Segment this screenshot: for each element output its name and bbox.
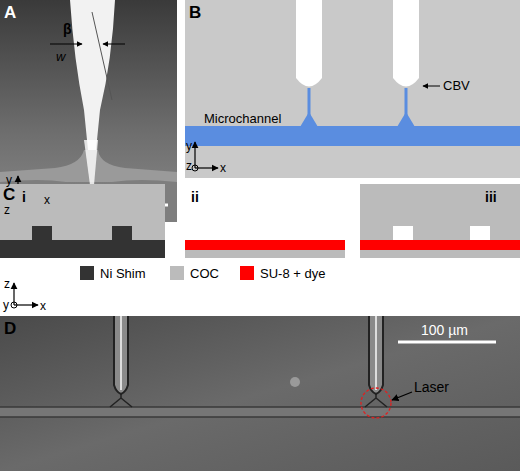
angle-label: β	[63, 22, 72, 36]
schematic-b	[185, 0, 520, 178]
width-label: w	[56, 50, 65, 63]
panel-letter: D	[4, 320, 16, 337]
legend-swatch	[170, 266, 184, 280]
axis-label: z	[4, 204, 10, 216]
scale-label: 100 µm	[421, 323, 468, 337]
axis-label: x	[40, 300, 46, 312]
axis-label: x	[44, 194, 50, 206]
axis-label: x	[220, 162, 226, 174]
legend-text: COC	[190, 267, 219, 280]
callout-label: Laser	[414, 380, 449, 394]
step-label: i	[22, 190, 26, 204]
process-steps-c	[0, 184, 520, 308]
axis-label: z	[4, 278, 10, 290]
panel-letter: A	[4, 4, 16, 21]
axis-label: z	[186, 160, 192, 172]
legend-text: Ni Shim	[100, 267, 146, 280]
part-label: CBV	[443, 79, 470, 92]
axis-label: y	[3, 299, 9, 311]
panel-letter: B	[189, 4, 201, 21]
legend-swatch	[240, 266, 254, 280]
legend-text: SU-8 + dye	[260, 267, 325, 280]
panel-letter: C	[3, 186, 15, 203]
micrograph-d	[0, 316, 520, 471]
step-label: ii	[191, 190, 199, 204]
part-label: Microchannel	[204, 112, 281, 125]
axis-label: y	[6, 174, 12, 186]
step-label: iii	[485, 190, 497, 204]
axis-label: y	[186, 140, 192, 152]
legend-swatch	[80, 266, 94, 280]
